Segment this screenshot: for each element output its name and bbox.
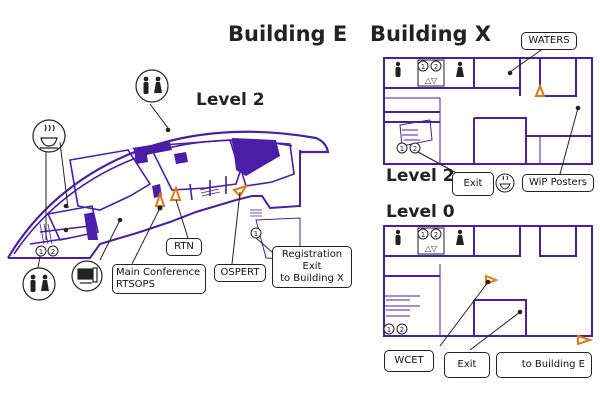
label-to-building-e: to Building E xyxy=(496,352,592,378)
building-x-level2-inner xyxy=(384,97,541,164)
elevator-num: 1 xyxy=(400,145,404,153)
elevator-num: 2 xyxy=(413,145,417,153)
elevator-num: 2 xyxy=(434,231,438,239)
restroom-icons-x xyxy=(395,61,464,245)
elevator-num: 1 xyxy=(421,63,425,71)
building-e-title: Building E xyxy=(228,22,348,46)
elevator-num: 1 xyxy=(421,231,425,239)
computer-icon xyxy=(71,260,103,292)
elevator-num: 2 xyxy=(434,63,438,71)
elevator-number-circles xyxy=(35,60,442,335)
room-label-ospert: OSPERT xyxy=(214,264,266,282)
building-x-level2-label: Level 2 xyxy=(386,166,455,186)
room-label-rtn: RTN xyxy=(166,238,202,256)
svg-text:△▽: △▽ xyxy=(425,76,438,85)
building-x-level0-plan xyxy=(383,225,593,337)
room-label-wip-posters: WiP Posters xyxy=(522,174,594,192)
building-x-level0-inner xyxy=(384,264,441,336)
callout-lines xyxy=(37,47,581,351)
room-label-waters: WATERS xyxy=(521,32,577,50)
svg-text:△▽: △▽ xyxy=(425,244,438,253)
exit-label-x2: Exit xyxy=(452,172,494,196)
room-label-wcet: WCET xyxy=(384,350,434,372)
direction-arrow-icons xyxy=(154,83,594,346)
elevator-num: 1 xyxy=(39,248,43,256)
room-label-main-conference: Main Conference RTSOPS xyxy=(112,264,206,294)
elevator-num: 1 xyxy=(387,326,391,334)
building-e-level-label: Level 2 xyxy=(196,90,265,110)
building-x-title: Building X xyxy=(370,22,492,46)
restroom-icon xyxy=(22,69,169,301)
elevator-num: 2 xyxy=(51,248,55,256)
building-x-level0-label: Level 0 xyxy=(386,202,455,222)
elevator-num: 2 xyxy=(400,326,404,334)
stairs-e xyxy=(39,185,262,245)
elevator-num: 1 xyxy=(254,230,258,238)
coffee-icon-x xyxy=(495,173,520,375)
elevator-arrows: △▽ △▽ xyxy=(425,76,438,253)
room-label-registration: Registration Exit to Building X xyxy=(272,246,352,288)
building-e-walls-filled xyxy=(84,138,280,240)
coffee-icon xyxy=(32,119,66,153)
exit-label-x0: Exit xyxy=(444,352,490,378)
